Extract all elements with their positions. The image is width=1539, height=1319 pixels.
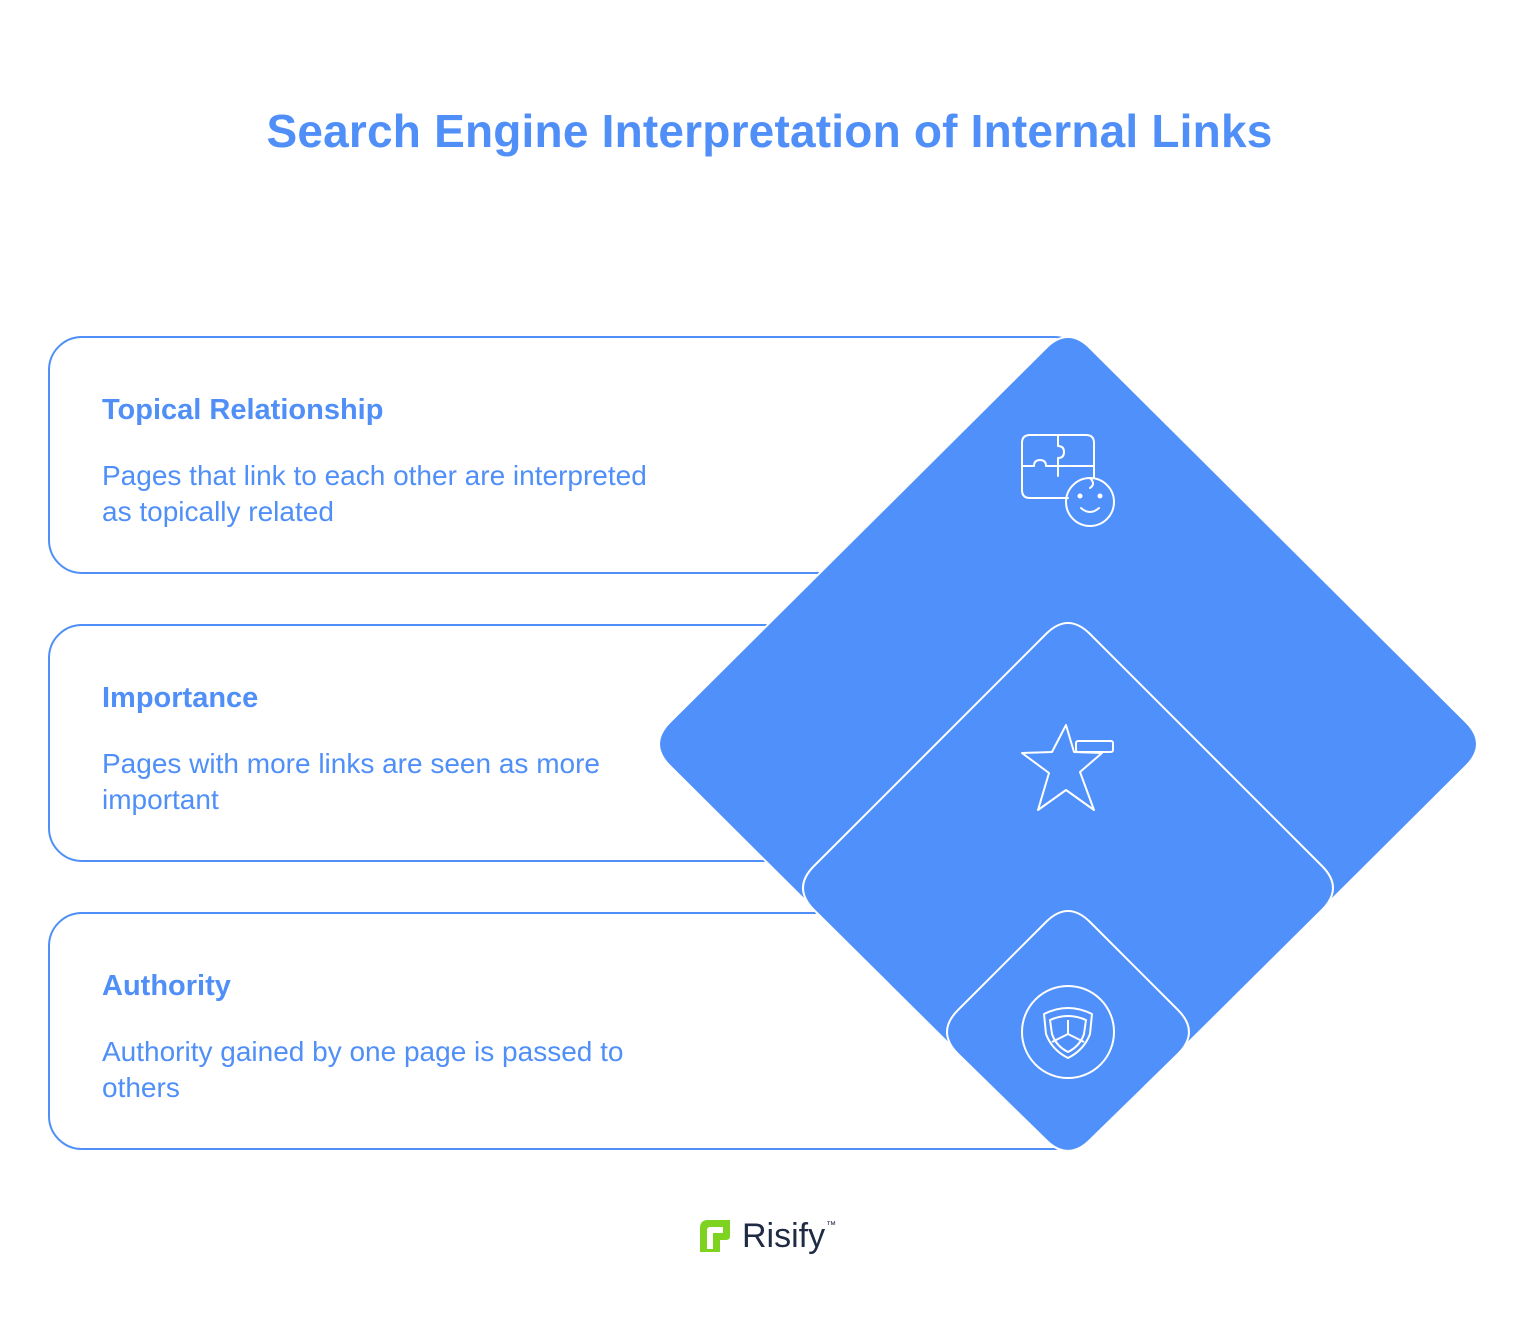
risify-logo-icon [700,1220,730,1252]
card-description: Authority gained by one page is passed t… [102,1036,624,1103]
card-heading: Topical Relationship [102,394,384,426]
card-authority: Authority Authority gained by one page i… [48,912,1088,1150]
page-title: Search Engine Interpretation of Internal… [266,105,1273,157]
card-heading: Importance [102,682,259,714]
brand-logo: Risify ™ [696,1214,836,1258]
puzzle-face-icon [1021,434,1115,527]
card-heading: Authority [102,970,231,1002]
brand-name: Risify [742,1216,826,1255]
star-minus-icon [1021,724,1114,811]
card-description: Pages that link to each other are interp… [102,460,647,527]
shield-badge-icon [1021,985,1115,1079]
card-topical-relationship: Topical Relationship Pages that link to … [48,336,1088,574]
brand-trademark: ™ [826,1220,837,1231]
card-description: Pages with more links are seen as more i… [102,748,600,815]
